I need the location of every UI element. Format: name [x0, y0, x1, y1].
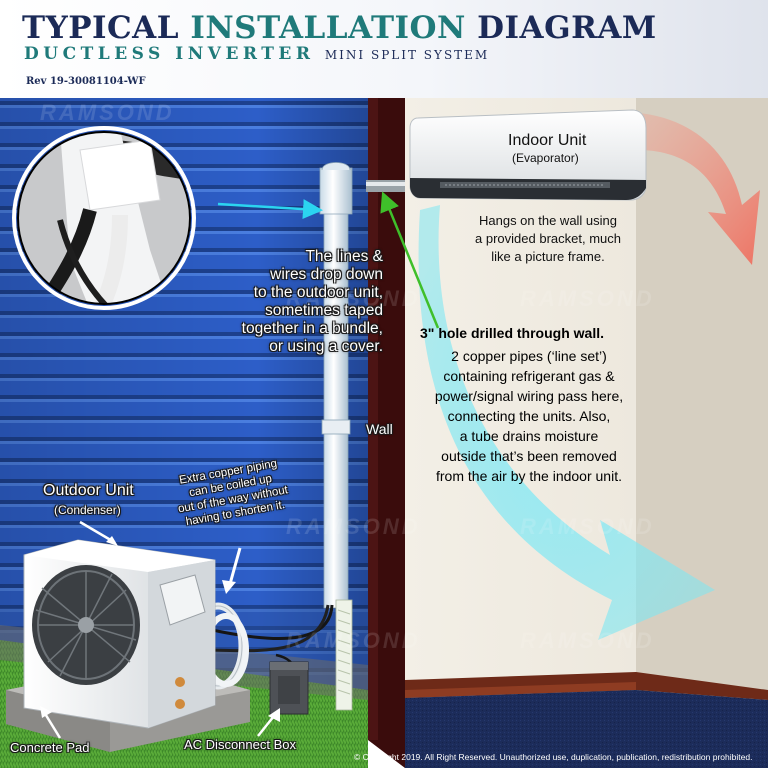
outdoor-unit-label: Outdoor Unit	[43, 482, 134, 499]
title-word-installation: INSTALLATION	[190, 10, 466, 46]
title-word-typical: TYPICAL	[22, 10, 180, 46]
text-line: like a picture frame.	[491, 249, 605, 264]
outdoor-unit-sublabel: (Condenser)	[54, 503, 121, 517]
watermark: RAMSOND	[286, 628, 421, 653]
text-line: from the air by the indoor unit.	[436, 468, 622, 484]
indoor-unit-label: Indoor Unit	[508, 132, 587, 149]
text-line: 2 copper pipes (‘line set’)	[451, 348, 607, 364]
lines-drop-description: The lines & wires drop down to the outdo…	[242, 248, 383, 356]
text-line: a tube drains moisture	[459, 428, 599, 444]
text-line: wires drop down	[270, 266, 383, 283]
page-subtitle: DUCTLESS INVERTER MINI SPLIT SYSTEM	[24, 44, 489, 64]
warm-airflow-arrow	[628, 112, 760, 265]
wall-section	[366, 98, 406, 768]
cool-airflow-arrow	[418, 205, 715, 640]
indoor-unit-sublabel: (Evaporator)	[512, 151, 579, 165]
watermark: RAMSOND	[40, 100, 175, 125]
text-line: together in a bundle,	[241, 320, 383, 337]
ac-disconnect-label: AC Disconnect Box	[184, 737, 296, 752]
text-line: outside that’s been removed	[441, 448, 617, 464]
subtitle-main: DUCTLESS INVERTER	[24, 44, 315, 64]
wall-hole-title: 3" hole drilled through wall.	[420, 325, 604, 341]
ac-disconnect-box-image	[269, 661, 309, 715]
watermark: RAMSOND	[520, 514, 655, 539]
interior-room	[405, 98, 768, 768]
text-line: sometimes taped	[264, 302, 383, 319]
watermark: RAMSOND	[520, 628, 655, 653]
outdoor-unit-image	[23, 539, 216, 729]
line-set-cover	[319, 162, 353, 711]
text-line: The lines &	[305, 248, 383, 265]
revision-code: Rev 19-30081104-WF	[26, 76, 146, 87]
wall-label: Wall	[366, 421, 393, 437]
title-word-diagram: DIAGRAM	[477, 10, 657, 46]
concrete-pad-label: Concrete Pad	[10, 740, 90, 755]
watermark: RAMSOND	[520, 286, 655, 311]
indoor-unit-image	[409, 109, 647, 201]
page-title: TYPICAL INSTALLATION DIAGRAM	[22, 10, 657, 46]
text-line: power/signal wiring pass here,	[434, 388, 624, 404]
text-line: Hangs on the wall using	[478, 213, 618, 228]
text-line: containing refrigerant gas &	[443, 368, 615, 384]
pointer-arrows	[40, 191, 440, 739]
watermark: RAMSOND	[286, 286, 421, 311]
text-line: a provided bracket, much	[475, 231, 621, 246]
text-line: or using a cover.	[269, 338, 383, 355]
subtitle-small: MINI SPLIT SYSTEM	[324, 48, 490, 62]
detail-magnifier	[12, 126, 196, 310]
text-line: to the outdoor unit,	[253, 284, 383, 301]
hangs-description: Hangs on the wall using a provided brack…	[434, 212, 662, 266]
copyright-notice: © Copyright 2019. All Right Reserved. Un…	[354, 752, 753, 762]
header-banner: TYPICAL INSTALLATION DIAGRAM DUCTLESS IN…	[0, 0, 768, 98]
watermark: RAMSOND	[286, 514, 421, 539]
text-line: connecting the units. Also,	[447, 408, 611, 424]
wall-hole-description: 2 copper pipes (‘line set’) containing r…	[405, 346, 653, 486]
